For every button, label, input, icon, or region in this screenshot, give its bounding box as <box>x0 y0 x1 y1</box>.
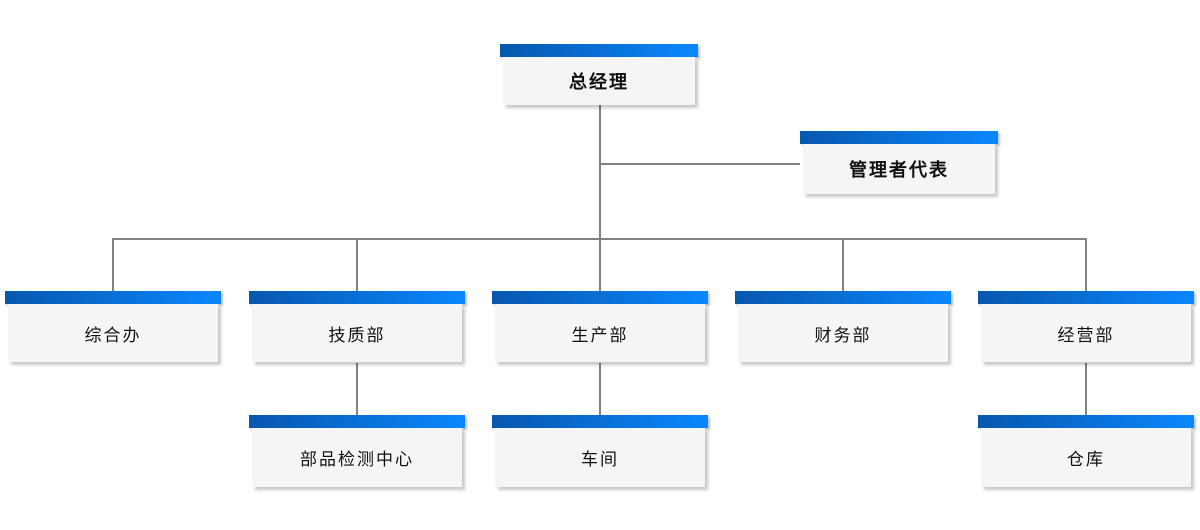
node-body: 管理者代表 <box>803 144 995 194</box>
org-node-sub-warehouse: 仓库 <box>978 415 1194 487</box>
org-node-dept-business: 经营部 <box>978 291 1194 362</box>
node-body: 财务部 <box>738 304 948 362</box>
node-header-bar <box>492 415 708 428</box>
connector-root-to-staff <box>600 163 800 165</box>
node-header-bar <box>978 415 1194 428</box>
node-label: 技质部 <box>328 325 386 345</box>
connector-drop-dept-2 <box>599 239 601 292</box>
node-body: 综合办 <box>8 304 218 362</box>
node-header-bar <box>249 415 465 428</box>
node-header-bar <box>5 291 221 304</box>
org-node-management-representative: 管理者代表 <box>800 131 998 194</box>
node-header-bar <box>500 44 698 57</box>
node-body: 生产部 <box>495 304 705 362</box>
connector-drop-dept-4 <box>1085 239 1087 292</box>
node-header-bar <box>735 291 951 304</box>
node-body: 仓库 <box>981 428 1191 487</box>
node-label: 综合办 <box>84 325 142 345</box>
org-node-sub-parts-inspection-center: 部品检测中心 <box>249 415 465 487</box>
connector-drop-dept-3 <box>842 239 844 292</box>
org-node-dept-tech-quality: 技质部 <box>249 291 465 362</box>
node-label: 财务部 <box>814 325 872 345</box>
node-body: 总经理 <box>503 57 695 105</box>
connector-drop-sub-0 <box>356 363 358 415</box>
connector-root-trunk <box>599 104 601 240</box>
connector-drop-sub-1 <box>599 363 601 415</box>
connector-drop-dept-0 <box>112 239 114 292</box>
node-label: 部品检测中心 <box>300 450 414 469</box>
node-header-bar <box>978 291 1194 304</box>
node-label: 生产部 <box>571 325 629 345</box>
node-label: 车间 <box>581 450 619 469</box>
org-node-dept-general-office: 综合办 <box>5 291 221 362</box>
node-body: 车间 <box>495 428 705 487</box>
node-label: 总经理 <box>569 72 629 92</box>
org-node-general-manager: 总经理 <box>500 44 698 105</box>
node-header-bar <box>800 131 998 144</box>
node-body: 技质部 <box>252 304 462 362</box>
node-header-bar <box>492 291 708 304</box>
node-label: 管理者代表 <box>849 160 949 180</box>
connector-drop-dept-1 <box>356 239 358 292</box>
org-node-dept-production: 生产部 <box>492 291 708 362</box>
node-body: 部品检测中心 <box>252 428 462 487</box>
org-node-sub-workshop: 车间 <box>492 415 708 487</box>
connector-drop-sub-2 <box>1085 363 1087 415</box>
node-label: 经营部 <box>1057 325 1115 345</box>
org-node-dept-finance: 财务部 <box>735 291 951 362</box>
node-body: 经营部 <box>981 304 1191 362</box>
node-label: 仓库 <box>1067 450 1105 469</box>
node-header-bar <box>249 291 465 304</box>
